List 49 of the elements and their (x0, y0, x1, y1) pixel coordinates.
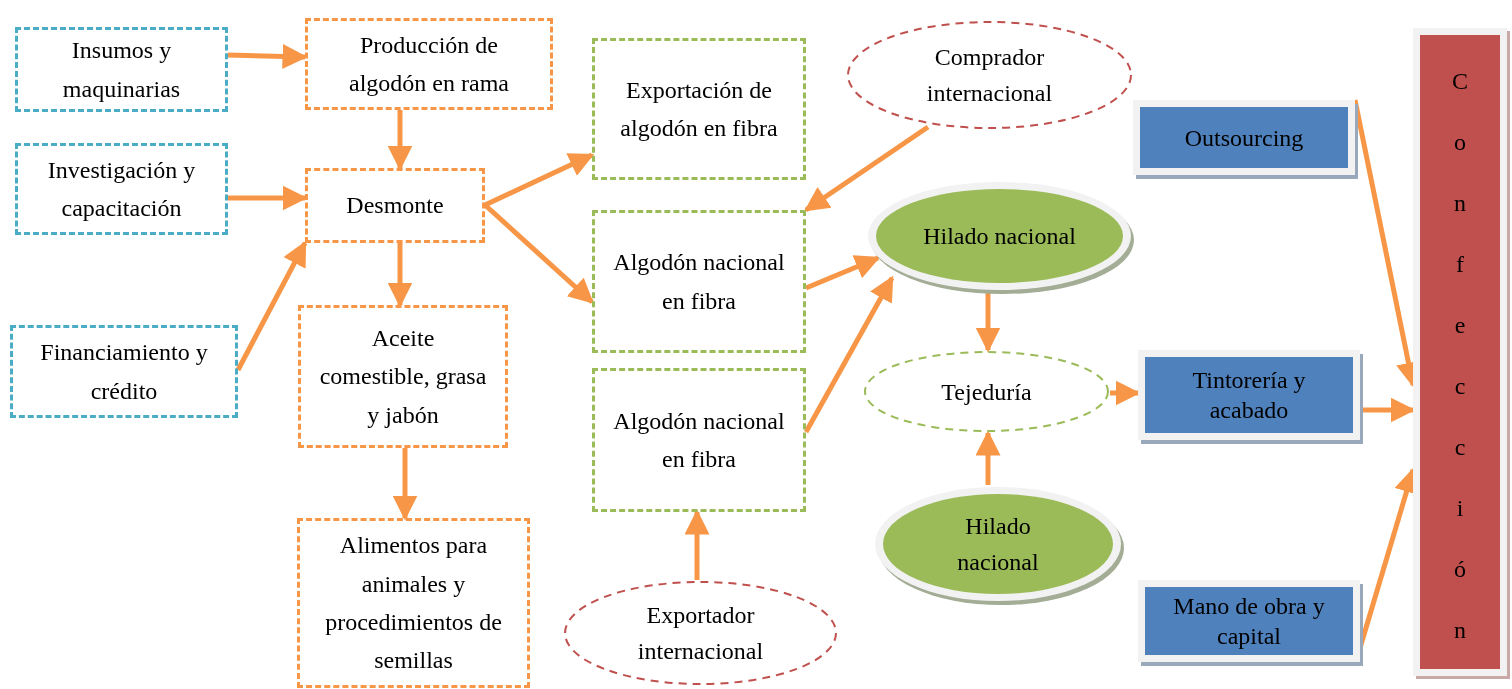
arrow (483, 152, 595, 208)
filled-ellipse (873, 485, 1123, 603)
dashed-box (592, 368, 806, 512)
node-label: Tintorería y acabado (1191, 366, 1307, 425)
arrow (684, 509, 710, 580)
dashed-box (305, 168, 485, 243)
node-label: Algodón nacional en fibra (612, 406, 786, 474)
arrow (975, 430, 1001, 485)
node-label: Investigación y capacitación (46, 155, 197, 223)
node-label: Exportación de algodón en fibra (619, 75, 779, 143)
node-label: Tejeduría (941, 377, 1032, 407)
vertical-bar (1413, 28, 1507, 676)
arrow (227, 43, 308, 69)
node-label: Comprador internacional (925, 43, 1054, 108)
dashed-box (592, 38, 806, 180)
dashed-box (298, 305, 508, 448)
node-label: Hilado nacional (956, 512, 1040, 577)
arrow (387, 243, 413, 308)
node-label: Outsourcing (1184, 123, 1304, 153)
arrow (803, 275, 895, 434)
dashed-box (15, 27, 228, 112)
dashed-ellipse (863, 350, 1110, 433)
arrow (975, 292, 1001, 353)
node-label: Alimentos para animales y procedimientos de semillas (324, 531, 503, 676)
arrow (392, 448, 418, 521)
dashed-box (592, 210, 806, 353)
node-label: Exportador internacional (636, 601, 765, 666)
node-label: Aceite comestible, grasa y jabón (318, 323, 488, 430)
arrow (805, 255, 881, 291)
arrow (235, 240, 308, 372)
dashed-box (15, 143, 228, 235)
node-label: Producción de algodón en rama (348, 30, 510, 98)
dashed-ellipse (846, 20, 1133, 130)
node-label: Financiamiento y crédito (39, 338, 209, 406)
dashed-box (305, 18, 553, 110)
node-label: Algodón nacional en fibra (612, 248, 786, 316)
arrow (387, 110, 413, 171)
dashed-box (10, 325, 238, 418)
dashed-ellipse (563, 580, 838, 686)
arrow (483, 203, 594, 304)
vertical-label: Confección (1451, 67, 1469, 645)
arrow (228, 185, 308, 211)
arrow (803, 124, 930, 213)
node-label: Mano de obra y capital (1172, 592, 1326, 651)
dashed-box (297, 518, 530, 688)
node-label: Desmonte (346, 191, 444, 221)
node-label: Insumos y maquinarias (61, 36, 182, 104)
filled-ellipse (866, 180, 1133, 292)
node-label: Hilado nacional (923, 222, 1076, 251)
